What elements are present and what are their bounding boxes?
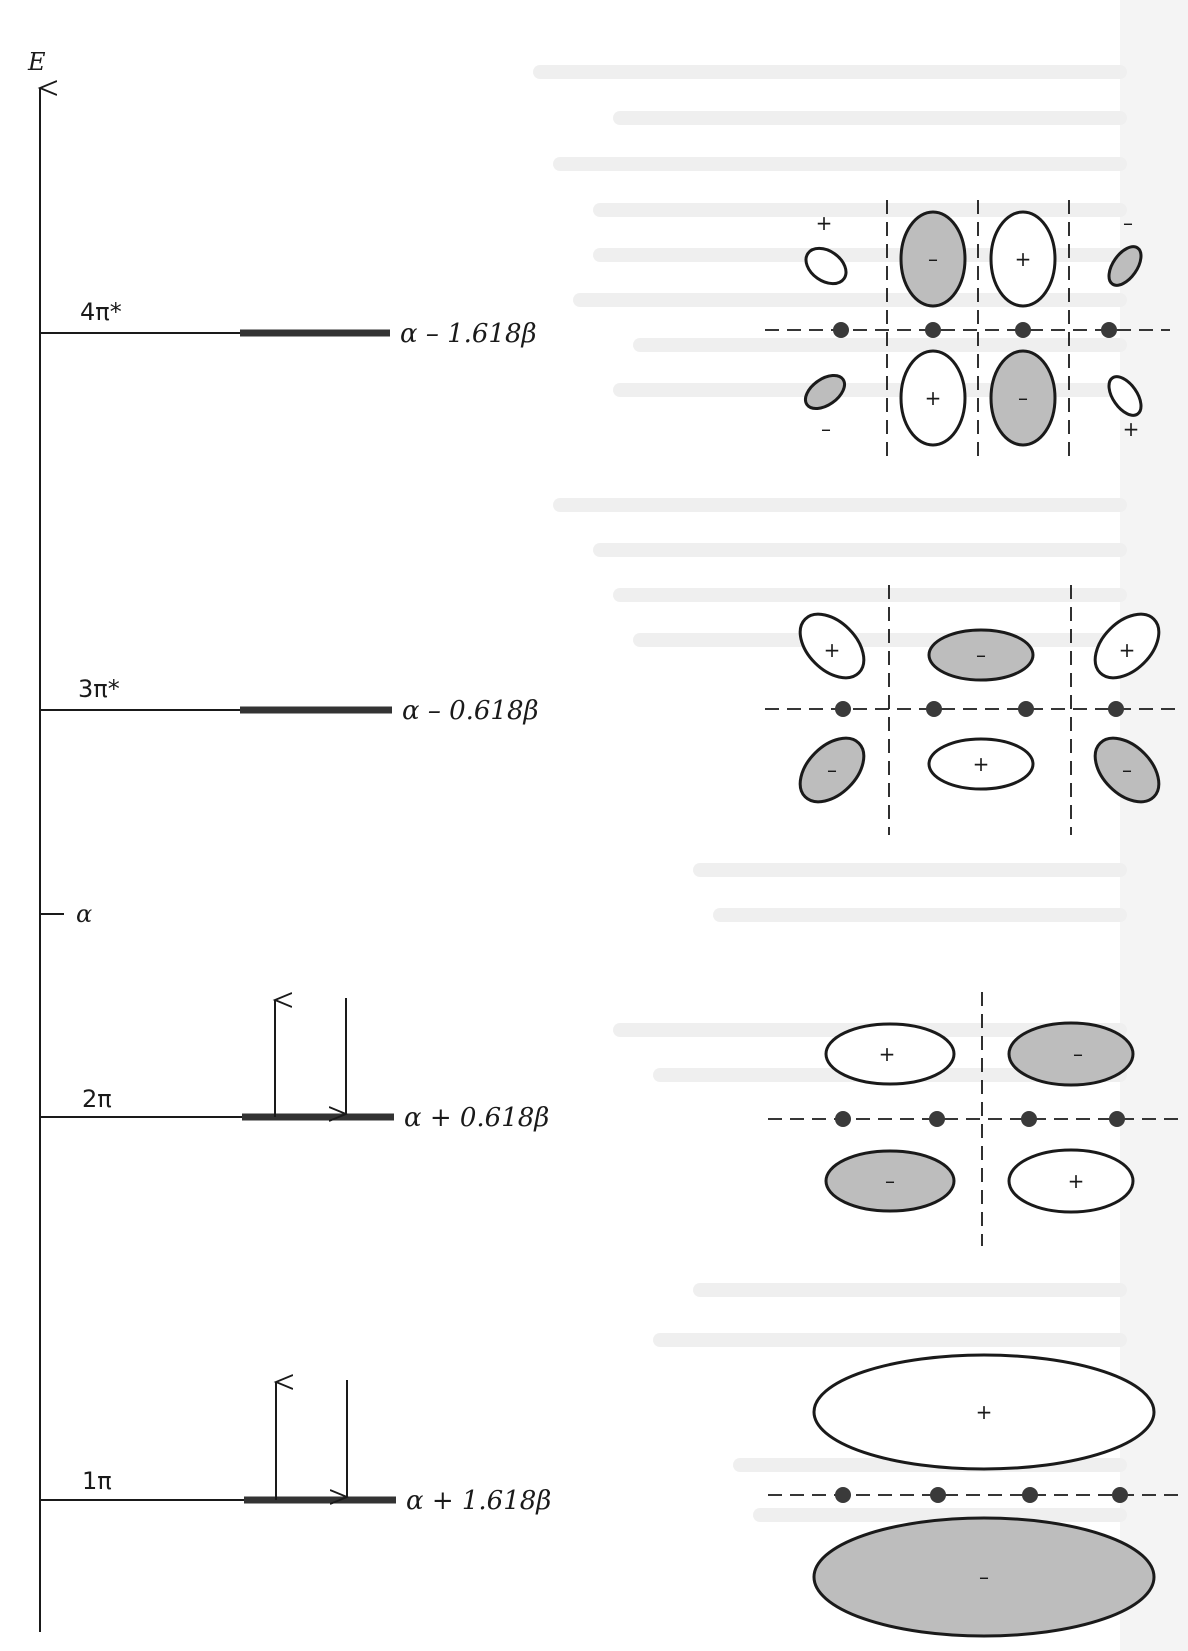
carbon-atom — [926, 701, 942, 717]
phase-sign: + — [1123, 417, 1140, 441]
lobe — [803, 373, 847, 411]
lobe — [1107, 375, 1143, 417]
lobe — [824, 1022, 956, 1086]
orbital-diagram-3pi-star: + – + – + – — [765, 585, 1175, 835]
phase-sign: – — [1122, 758, 1132, 782]
phase-sign: – — [976, 643, 986, 667]
lobe — [798, 612, 866, 680]
lobe — [1093, 736, 1161, 804]
level-name-4pi-star: 4π* — [80, 298, 122, 326]
lobe — [1007, 1148, 1135, 1214]
level-3pi-star: 3π* α – 0.618β — [40, 675, 539, 726]
level-energy-4pi-star: α – 1.618β — [400, 319, 537, 349]
carbon-atom — [929, 1111, 945, 1127]
carbon-atom — [1021, 1111, 1037, 1127]
level-energy-3pi-star: α – 0.618β — [402, 696, 539, 726]
level-4pi-star: 4π* α – 1.618β — [40, 298, 537, 349]
phase-sign: + — [879, 1042, 896, 1066]
lobe — [1093, 612, 1161, 680]
phase-sign: – — [827, 758, 837, 782]
carbon-atom — [835, 1487, 851, 1503]
level-energy-1pi: α + 1.618β — [406, 1486, 551, 1516]
phase-sign: + — [1119, 638, 1136, 662]
phase-sign: – — [821, 417, 831, 441]
phase-sign: + — [973, 752, 990, 776]
lobe — [1107, 245, 1143, 287]
orbital-diagram-2pi: + – – + — [768, 992, 1182, 1246]
lobe — [899, 210, 967, 308]
carbon-atom — [930, 1487, 946, 1503]
phase-sign: – — [928, 247, 938, 271]
level-name-1pi: 1π — [82, 1467, 112, 1495]
carbon-atom — [925, 322, 941, 338]
lobe — [798, 736, 866, 804]
lobe — [824, 1149, 956, 1213]
phase-sign: + — [1068, 1169, 1085, 1193]
carbon-atom — [1018, 701, 1034, 717]
carbon-atom — [835, 701, 851, 717]
lobe — [927, 628, 1035, 682]
phase-sign: + — [824, 638, 841, 662]
lobe — [804, 246, 848, 286]
phase-sign: + — [976, 1400, 993, 1424]
level-2pi: 2π α + 0.618β — [40, 998, 549, 1133]
carbon-atom — [1101, 322, 1117, 338]
lobe — [989, 349, 1057, 447]
phase-sign: – — [885, 1169, 895, 1193]
lobe — [1007, 1021, 1135, 1087]
carbon-atom — [835, 1111, 851, 1127]
level-name-2pi: 2π — [82, 1085, 112, 1113]
orbital-diagram-1pi: + – — [768, 1353, 1182, 1638]
carbon-atom — [833, 322, 849, 338]
phase-sign: + — [925, 386, 942, 410]
level-name-3pi-star: 3π* — [78, 675, 120, 703]
orbital-diagram-4pi-star: + – + – – + – + — [765, 200, 1170, 458]
energy-axis-label: E — [27, 48, 46, 76]
alpha-tick-label: α — [76, 900, 92, 928]
phase-sign: – — [979, 1565, 989, 1589]
lobe — [812, 1516, 1156, 1638]
phase-sign: + — [816, 211, 833, 235]
lobe — [812, 1353, 1156, 1471]
phase-sign: – — [1073, 1042, 1083, 1066]
lobe — [989, 210, 1057, 308]
phase-sign: – — [1018, 386, 1028, 410]
lobe — [899, 349, 967, 447]
carbon-atom — [1112, 1487, 1128, 1503]
carbon-atom — [1109, 1111, 1125, 1127]
phase-sign: – — [1123, 211, 1133, 235]
level-energy-2pi: α + 0.618β — [404, 1103, 549, 1133]
carbon-atom — [1015, 322, 1031, 338]
carbon-atom — [1108, 701, 1124, 717]
carbon-atom — [1022, 1487, 1038, 1503]
lobe — [927, 737, 1035, 791]
level-1pi: 1π α + 1.618β — [40, 1380, 551, 1516]
phase-sign: + — [1015, 247, 1032, 271]
